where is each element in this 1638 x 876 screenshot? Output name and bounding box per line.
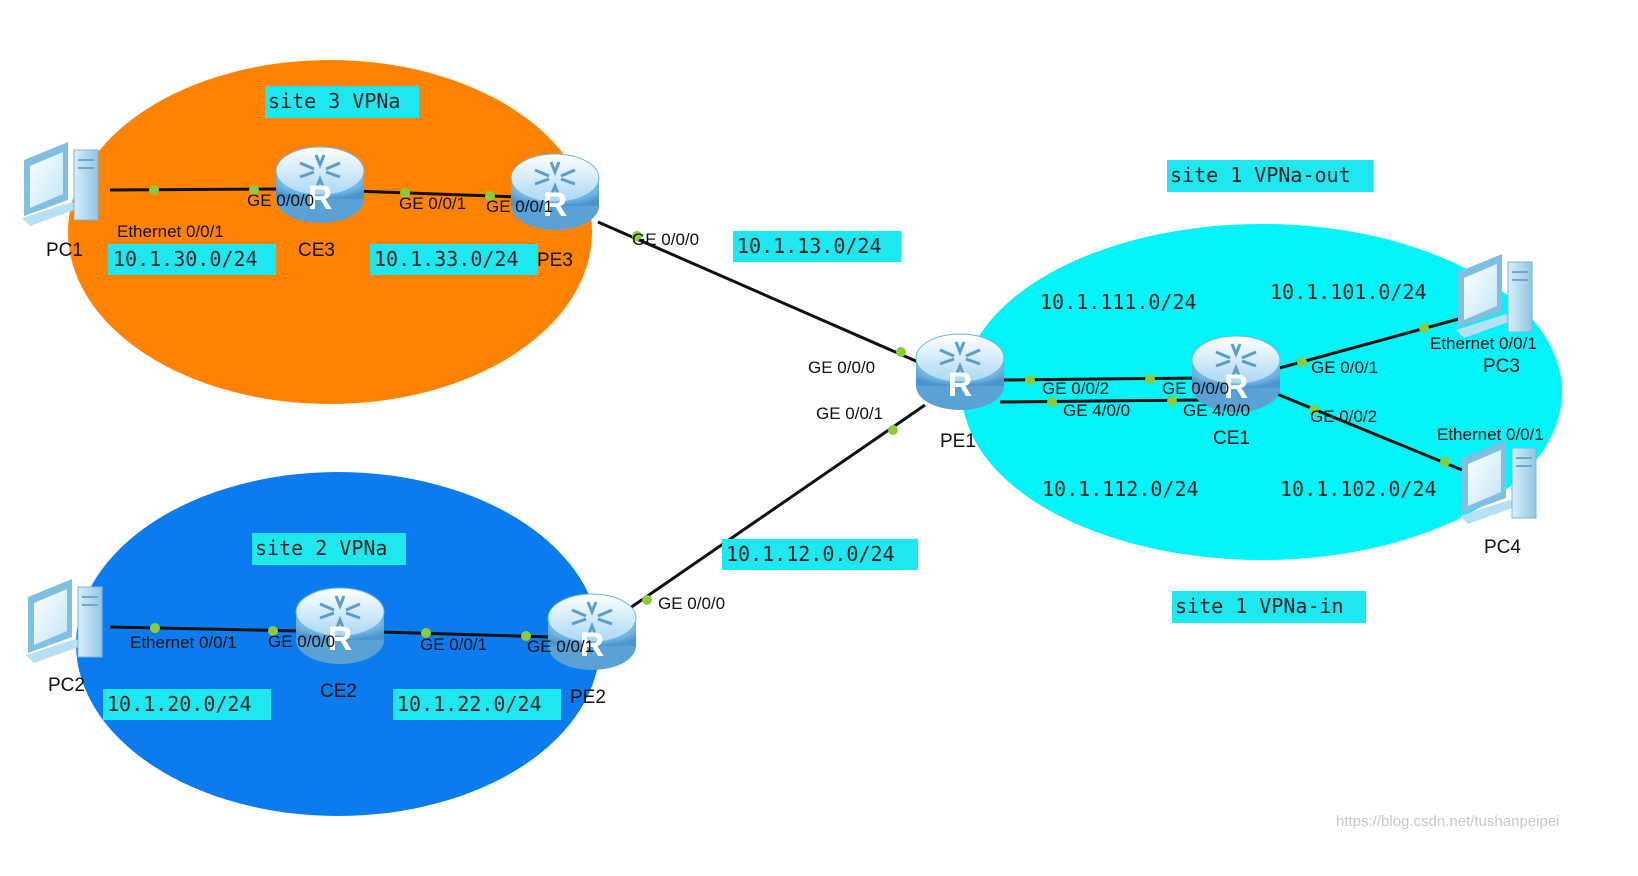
network-label-n111: 10.1.111.0/24 [1040,290,1197,314]
port-dot [1145,374,1155,384]
pc-icon [25,578,103,664]
iface-label-ce1-ge001: GE 0/0/1 [1311,358,1378,377]
device-label-pc2: PC2 [48,675,85,696]
site1-in-label: site 1 VPNa-in [1175,594,1344,618]
network-label-n112: 10.1.112.0/24 [1042,477,1199,501]
iface-label-ce3-ge001: GE 0/0/1 [399,194,466,213]
site-label-bg [252,533,406,565]
port-dot [249,185,259,195]
router-ce2[interactable] [294,586,386,666]
network-label-n20: 10.1.20.0/24 [107,692,252,716]
iface-label-pe1-ge001: GE 0/0/1 [816,404,883,423]
port-dot [1309,405,1319,415]
port-dot [521,631,531,641]
iface-label-ce1-ge002: GE 0/0/2 [1310,407,1377,426]
device-label-pe2: PE2 [570,687,606,708]
site3-label: site 3 VPNa [268,89,400,113]
network-label-bg [370,244,538,275]
router-icon [274,145,366,225]
pc-pc2[interactable] [25,578,103,664]
port-dot [642,595,652,605]
iface-label-pe2-ge001: GE 0/0/1 [527,637,594,656]
port-dot [149,185,159,195]
port-dots [149,185,1450,641]
router-pe2[interactable] [546,592,638,672]
pc-pc1[interactable] [21,141,99,227]
iface-label-pc3-eth: Ethernet 0/0/1 [1430,334,1537,353]
port-dot [150,623,160,633]
port-dot [1419,323,1429,333]
site3-area [68,60,592,404]
router-pe3[interactable] [509,152,601,232]
network-label-n13: 10.1.13.0/24 [737,234,882,258]
device-label-pe3: PE3 [537,250,573,271]
site-label-bg [265,86,419,118]
iface-label-pc4-eth: Ethernet 0/0/1 [1437,425,1544,444]
iface-label-pc1-eth: Ethernet 0/0/1 [117,222,224,241]
port-dot [1047,397,1057,407]
watermark-text: https://blog.csdn.net/tushanpeipei [1336,813,1560,830]
port-dot [485,191,495,201]
iface-label-pe1-ge002: GE 0/0/2 [1042,379,1109,398]
link-pe1-ce1-b [999,398,1201,404]
device-label-pc3: PC3 [1483,356,1520,377]
device-label-ce2: CE2 [320,681,357,702]
site-label-bg [1167,160,1373,192]
port-dot [888,425,898,435]
iface-label-pe1-ge000: GE 0/0/0 [808,358,875,377]
iface-label-ce3-ge000: GE 0/0/0 [247,191,314,210]
site1-out-label: site 1 VPNa-out [1170,163,1351,187]
port-dot [1440,457,1450,467]
network-label-n101: 10.1.101.0/24 [1270,280,1427,304]
network-label-n12: 10.1.12.0.0/24 [726,542,895,566]
router-icon [914,332,1006,412]
port-dot [632,231,642,241]
iface-label-pe3-ge001: GE 0/0/1 [486,197,553,216]
iface-label-ce1-ge000: GE 0/0/0 [1162,379,1229,398]
network-label-bg [108,244,276,275]
pc-icon [21,141,99,227]
network-label-n30: 10.1.30.0/24 [113,247,258,271]
iface-label-ce1-ge400: GE 4/0/0 [1183,401,1250,420]
link-pe1-pe2 [629,403,926,610]
iface-label-pc2-eth: Ethernet 0/0/1 [130,633,237,652]
port-dot [268,626,278,636]
router-pe1[interactable] [914,332,1006,412]
site2-label: site 2 VPNa [255,536,387,560]
iface-label-pe3-ge000: GE 0/0/0 [632,230,699,249]
link-pe3-pe1 [597,220,926,367]
network-label-n102: 10.1.102.0/24 [1280,477,1437,501]
iface-label-pe2-ge000: GE 0/0/0 [658,594,725,613]
router-ce3[interactable] [274,145,366,225]
port-dot [1167,396,1177,406]
network-label-bg [722,539,918,570]
network-label-bg [393,689,561,720]
router-icon [509,152,601,232]
device-label-pc1: PC1 [46,240,83,261]
network-label-n22: 10.1.22.0/24 [397,692,542,716]
device-label-ce1: CE1 [1213,428,1250,449]
port-dot [1297,357,1307,367]
device-label-pe1: PE1 [940,431,976,452]
network-label-bg [103,689,271,720]
port-dot [896,347,906,357]
port-dot [400,188,410,198]
iface-label-ce2-ge000: GE 0/0/0 [268,632,335,651]
iface-label-pe1-ge400: GE 4/0/0 [1063,401,1130,420]
port-dot [1025,375,1035,385]
network-label-bg [733,231,901,262]
site-label-bg [1172,591,1366,623]
router-icon [294,586,386,666]
iface-label-ce2-ge001: GE 0/0/1 [420,635,487,654]
device-label-ce3: CE3 [298,240,335,261]
link-ce1-pc4 [1271,390,1463,472]
device-label-pc4: PC4 [1484,537,1521,558]
network-label-n33: 10.1.33.0/24 [374,247,519,271]
router-icon [546,592,638,672]
port-dot [421,628,431,638]
